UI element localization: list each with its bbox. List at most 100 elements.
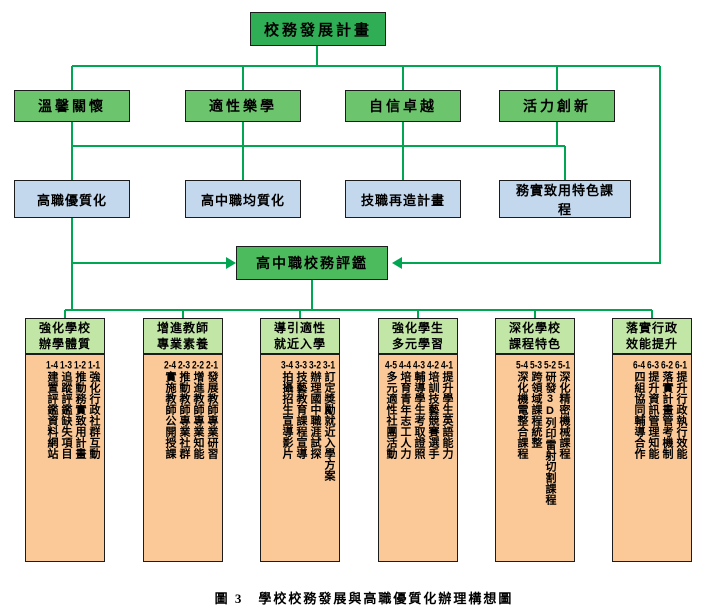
plan-item: 4-4培育青年志工人力 (398, 360, 412, 556)
program-node-practical-curriculum: 務實致用特色課程 (499, 180, 631, 218)
plan-item: 3-1訂定獎勵就近入學方案 (322, 360, 336, 556)
plan-item: 6-2落實計畫管考機制 (660, 360, 674, 556)
plan-item-text: 訂定獎勵就近入學方案 (323, 371, 335, 481)
plan-item-number: 2-4 (163, 360, 177, 371)
node-school-development-plan: 校務發展計畫 (250, 12, 386, 46)
plan-item-number: 3-3 (294, 360, 308, 371)
wire-right-vertical (394, 66, 661, 264)
program-node-equalization: 高中職均質化 (185, 180, 301, 218)
plan-item-text: 強化行政社群互動 (88, 371, 100, 459)
plan-item: 2-3推動教師專業社群 (177, 360, 191, 556)
plan-item-text: 技藝教育課程宣導 (295, 371, 307, 459)
plan-item-text: 輔導學生考取證照 (413, 371, 425, 459)
plan-item-number: 4-1 (440, 360, 454, 371)
plan-item-text: 跨領域課程統整 (530, 371, 542, 448)
plan-item-number: 1-3 (59, 360, 73, 371)
plan-item-text: 深化精密機械課程 (558, 371, 570, 459)
plan-item: 1-1強化行政社群互動 (87, 360, 101, 556)
plan-item-number: 1-4 (45, 360, 59, 371)
plan-item: 2-2增進教師專業知能 (191, 360, 205, 556)
plan-item-text: 辦理國中職涯試探 (309, 371, 321, 459)
plan-item-number: 2-2 (191, 360, 205, 371)
plan-item-number: 3-4 (280, 360, 294, 371)
wire-row2-drops (71, 66, 558, 90)
program-node-vocational-quality: 高職優質化 (14, 180, 130, 218)
plan-item-text: 實施教師公開授課 (164, 371, 176, 459)
plan-item-text: 研發3D列印雷射切割課程 (544, 371, 556, 505)
plan-item-text: 提升學生英語能力 (441, 371, 453, 459)
plan-item-text: 培訓技藝競賽選手 (427, 371, 439, 459)
plan-item: 5-1深化精密機械課程 (557, 360, 571, 556)
vision-node-adaptive-learning: 適性樂學 (185, 90, 301, 122)
plan-item-number: 4-3 (412, 360, 426, 371)
plan-item-number: 5-3 (529, 360, 543, 371)
vision-node-vitality: 活力創新 (499, 90, 615, 122)
program-node-tech-rebuild: 技職再造計畫 (345, 180, 461, 218)
plan-item-text: 推動務實致用計畫 (74, 371, 86, 459)
plan-item-text: 多元適性社團活動 (385, 371, 397, 459)
plan-item: 6-4四組協同輔導合作 (632, 360, 646, 556)
vision-node-warm-care: 溫馨關懷 (14, 90, 130, 122)
plan-item-number: 4-5 (384, 360, 398, 371)
plan-item-text: 發展教師專業研習 (206, 371, 218, 459)
plan-item: 5-2研發3D列印雷射切割課程 (543, 360, 557, 556)
wire-column-drops (64, 310, 653, 320)
wire-row2-to-bus2 (71, 122, 558, 146)
plan-item-text: 四組協同輔導合作 (633, 371, 645, 459)
figure-caption: 圖 3 學校校務發展與高職優質化辦理構想圖 (214, 591, 514, 606)
column-header-1: 強化學校 辦學體質 (25, 318, 105, 354)
plan-item-text: 培育青年志工人力 (399, 371, 411, 459)
plan-item-number: 6-4 (632, 360, 646, 371)
plan-item-text: 推動教師專業社群 (178, 371, 190, 459)
plan-item: 1-3追蹤評鑑缺失項目 (59, 360, 73, 556)
plan-item: 1-2推動務實致用計畫 (73, 360, 87, 556)
arrowhead-into-eval-left (226, 257, 236, 269)
plan-item-text: 追蹤評鑑缺失項目 (60, 371, 72, 459)
plan-item-number: 5-2 (543, 360, 557, 371)
plan-item: 4-5多元適性社團活動 (384, 360, 398, 556)
plan-item-number: 1-2 (73, 360, 87, 371)
plan-item: 3-4拍攝招生宣導影片 (280, 360, 294, 556)
plan-item-number: 6-1 (674, 360, 688, 371)
evaluation-node: 高中職校務評鑑 (236, 246, 388, 280)
plan-item: 4-3輔導學生考取證照 (412, 360, 426, 556)
plan-item-number: 4-2 (426, 360, 440, 371)
wire-row3-drops (71, 146, 566, 180)
plan-item-text: 增進教師專業知能 (192, 371, 204, 459)
plan-item-number: 4-4 (398, 360, 412, 371)
plan-item-number: 3-2 (308, 360, 322, 371)
plan-item: 4-1提升學生英語能力 (440, 360, 454, 556)
column-header-3: 導引適性 就近入學 (260, 318, 340, 354)
plan-item-number: 2-3 (177, 360, 191, 371)
plan-item-text: 拍攝招生宣導影片 (281, 371, 293, 459)
plan-item-number: 5-4 (515, 360, 529, 371)
column-header-6: 落實行政 效能提升 (612, 318, 692, 354)
plan-item: 6-3提升資訊管理知能 (646, 360, 660, 556)
plan-item: 3-2辦理國中職涯試探 (308, 360, 322, 556)
plan-item-text: 提升行政執行效能 (675, 371, 687, 459)
plan-item-number: 5-1 (557, 360, 571, 371)
arrowhead-into-eval-right (392, 257, 402, 269)
plan-item: 5-3跨領域課程統整 (529, 360, 543, 556)
plan-item-text: 建置評鑑資料網站 (46, 371, 58, 459)
column-header-5: 深化學校 課程特色 (495, 318, 575, 354)
plan-item: 4-2培訓技藝競賽選手 (426, 360, 440, 556)
vision-node-confidence: 自信卓越 (345, 90, 461, 122)
plan-item: 6-1提升行政執行效能 (674, 360, 688, 556)
plan-item-text: 深化機電整合課程 (516, 371, 528, 459)
plan-item-number: 6-2 (660, 360, 674, 371)
plan-item-number: 3-1 (322, 360, 336, 371)
plan-item: 1-4建置評鑑資料網站 (45, 360, 59, 556)
plan-item: 5-4深化機電整合課程 (515, 360, 529, 556)
plan-item-number: 6-3 (646, 360, 660, 371)
plan-item: 2-1發展教師專業研習 (205, 360, 219, 556)
plan-item: 3-3技藝教育課程宣導 (294, 360, 308, 556)
